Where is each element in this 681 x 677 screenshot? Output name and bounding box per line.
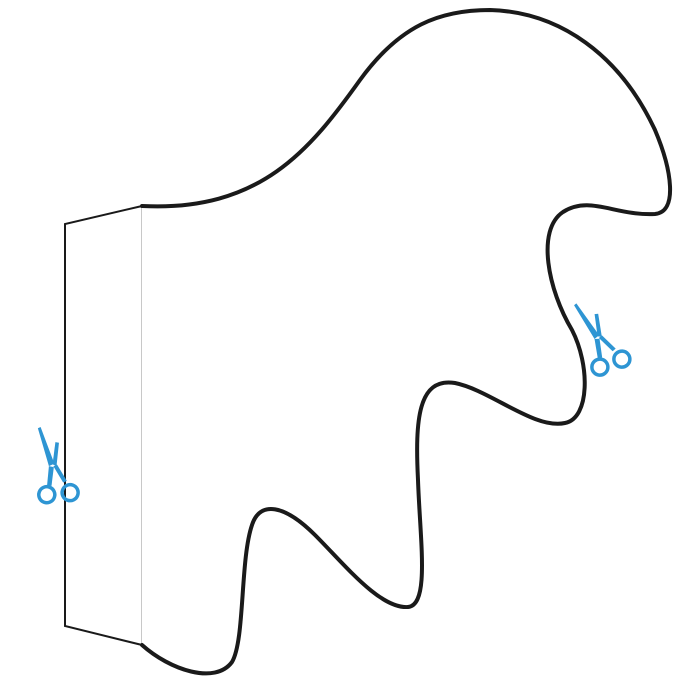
folded-panel bbox=[65, 206, 142, 645]
panel-outline bbox=[65, 206, 142, 645]
cut-paper-shape bbox=[142, 10, 670, 673]
